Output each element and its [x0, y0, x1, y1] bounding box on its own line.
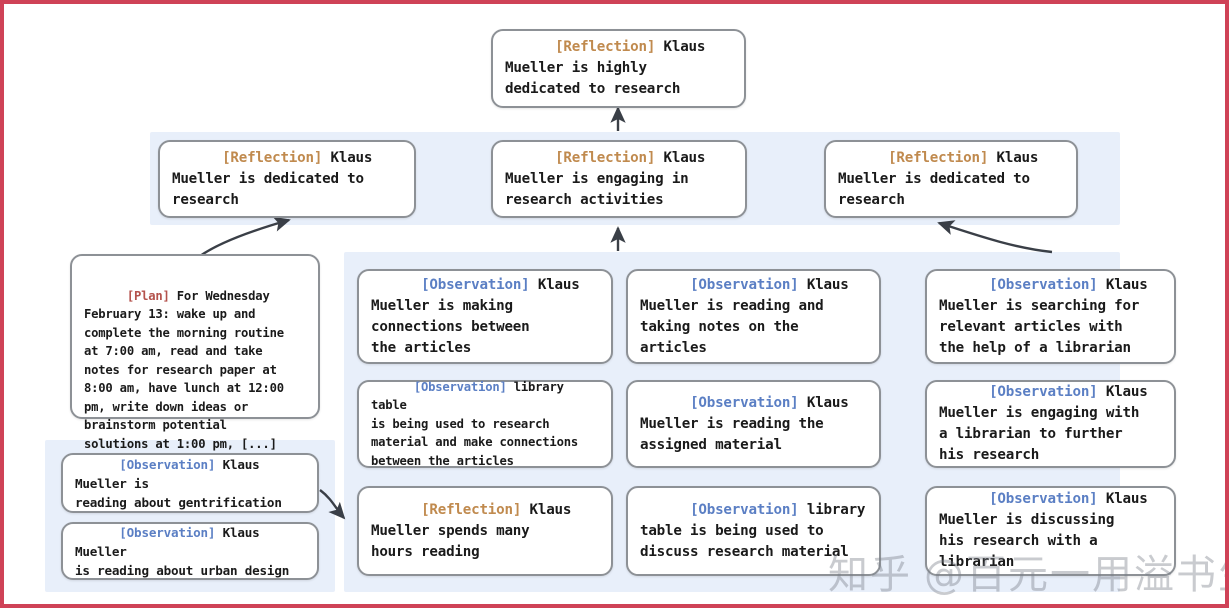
tag-observation: [Observation] — [413, 379, 507, 394]
reflection-node-3[interactable]: [Reflection] Klaus Mueller is dedicated … — [824, 140, 1078, 218]
node-text: [Observation] Klaus Mueller is engaging … — [939, 361, 1148, 487]
node-body: Klaus Mueller is reading the assigned ma… — [640, 394, 849, 453]
node-body: Klaus Mueller is discussing his research… — [939, 491, 1148, 570]
node-body: Klaus Mueller is highly dedicated to res… — [505, 39, 706, 97]
node-text: [Plan] For Wednesday February 13: wake u… — [84, 268, 284, 472]
node-text: [Observation] library table is being use… — [640, 479, 865, 584]
node-text: [Observation] Klaus Mueller is reading t… — [640, 372, 849, 477]
node-body: Klaus Mueller is searching for relevant … — [939, 276, 1148, 356]
reflection-node-1[interactable]: [Reflection] Klaus Mueller is dedicated … — [158, 140, 416, 218]
node-body: Klaus Mueller is reading about urban des… — [75, 524, 290, 578]
node-body: Klaus Mueller is making connections betw… — [371, 276, 580, 356]
evidence-col3-node-3[interactable]: [Observation] Klaus Mueller is discussin… — [925, 486, 1176, 576]
reflection-root-node[interactable]: [Reflection] Klaus Mueller is highly ded… — [491, 29, 746, 108]
node-body: Klaus Mueller is reading about gentrific… — [75, 456, 282, 510]
node-body: Klaus Mueller is dedicated to research — [172, 149, 373, 208]
tag-reflection: [Reflection] — [555, 149, 656, 166]
tag-observation: [Observation] — [690, 394, 799, 411]
evidence-col2-node-2[interactable]: [Observation] Klaus Mueller is reading t… — [626, 380, 881, 468]
node-text: [Observation] Klaus Mueller is reading a… — [75, 436, 305, 531]
node-text: [Observation] Klaus Mueller is discussin… — [939, 468, 1148, 594]
evidence-col2-node-1[interactable]: [Observation] Klaus Mueller is reading a… — [626, 269, 881, 364]
tag-observation: [Observation] — [421, 276, 530, 293]
node-text: [Observation] Klaus Mueller is searching… — [939, 254, 1148, 380]
watermark-brand: 知乎 — [828, 552, 912, 598]
tag-observation: [Observation] — [690, 276, 799, 293]
node-body: Klaus Mueller is engaging with a librari… — [939, 384, 1148, 463]
evidence-col1-node-3[interactable]: [Reflection] Klaus Mueller spends many h… — [357, 486, 613, 576]
tag-observation: [Observation] — [119, 524, 216, 540]
node-body: library table is being used to discuss r… — [640, 501, 866, 560]
reflection-node-2[interactable]: [Reflection] Klaus Mueller is engaging i… — [491, 140, 747, 218]
tag-observation: [Observation] — [989, 384, 1098, 400]
node-body: Klaus Mueller spends many hours reading — [371, 501, 572, 560]
node-text: [Reflection] Klaus Mueller is dedicated … — [172, 127, 372, 232]
tag-reflection: [Reflection] — [555, 39, 656, 55]
node-text: [Observation] Klaus Mueller is making co… — [371, 254, 580, 380]
node-text: [Observation] library table is being use… — [371, 359, 599, 489]
tag-observation: [Observation] — [690, 501, 799, 518]
node-text: [Observation] Klaus Mueller is reading a… — [75, 504, 305, 599]
evidence-col1-node-1[interactable]: [Observation] Klaus Mueller is making co… — [357, 269, 613, 364]
node-body: For Wednesday February 13: wake up and c… — [84, 288, 284, 451]
left-observation-node-1[interactable]: [Observation] Klaus Mueller is reading a… — [61, 453, 319, 513]
node-text: [Reflection] Klaus Mueller is dedicated … — [838, 127, 1038, 232]
node-text: [Observation] Klaus Mueller is reading a… — [640, 254, 849, 380]
evidence-col2-node-3[interactable]: [Observation] library table is being use… — [626, 486, 881, 576]
watermark-handle: @百元一用溢书生 — [924, 552, 1229, 598]
evidence-col3-node-2[interactable]: [Observation] Klaus Mueller is engaging … — [925, 380, 1176, 468]
plan-node[interactable]: [Plan] For Wednesday February 13: wake u… — [70, 254, 320, 451]
evidence-col3-node-1[interactable]: [Observation] Klaus Mueller is searching… — [925, 269, 1176, 364]
node-body: Klaus Mueller is engaging in research ac… — [505, 149, 706, 208]
evidence-col1-node-2[interactable]: [Observation] library table is being use… — [357, 380, 613, 468]
left-observation-node-2[interactable]: [Observation] Klaus Mueller is reading a… — [61, 522, 319, 580]
tag-observation: [Observation] — [989, 276, 1098, 293]
tag-reflection: [Reflection] — [888, 149, 989, 166]
node-body: Klaus Mueller is dedicated to research — [838, 149, 1039, 208]
node-text: [Reflection] Klaus Mueller spends many h… — [371, 479, 571, 584]
node-text: [Reflection] Klaus Mueller is engaging i… — [505, 127, 705, 232]
node-body: library table is being used to research … — [371, 379, 578, 468]
tag-observation: [Observation] — [119, 456, 216, 472]
tag-reflection: [Reflection] — [421, 501, 522, 518]
node-text: [Reflection] Klaus Mueller is highly ded… — [505, 16, 705, 121]
tag-observation: [Observation] — [989, 491, 1098, 507]
node-body: Klaus Mueller is reading and taking note… — [640, 276, 849, 356]
tag-plan: [Plan] — [126, 288, 170, 303]
tag-reflection: [Reflection] — [222, 149, 323, 166]
